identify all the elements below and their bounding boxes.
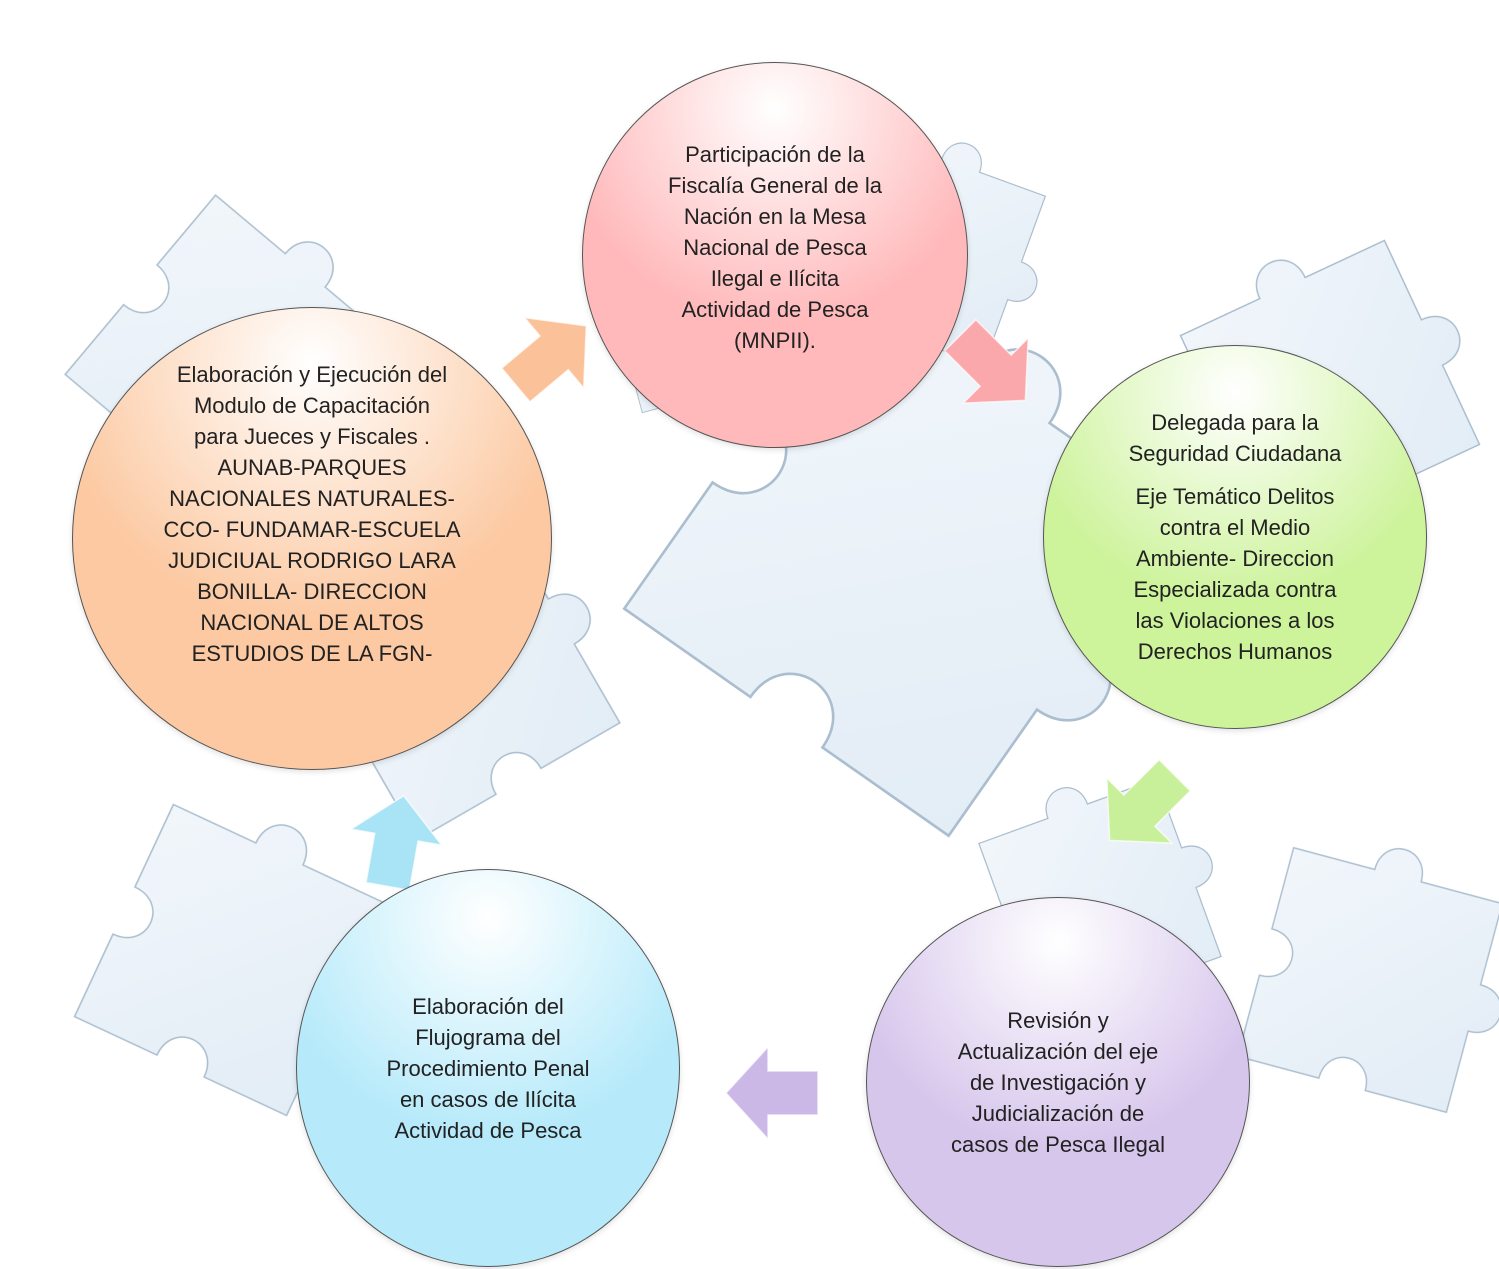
arrow-5-to-1 bbox=[500, 316, 588, 403]
node-label: Elaboración del Flujograma del Procedimi… bbox=[386, 993, 590, 1143]
arrow-1-to-2 bbox=[943, 318, 1030, 405]
arrow-3-to-4 bbox=[724, 1045, 819, 1141]
node-label: Delegada para la Seguridad Ciudadana bbox=[1128, 410, 1342, 466]
node-label: Elaboración y Ejecución del Modulo de Ca… bbox=[163, 361, 461, 666]
cycle-node-flujograma: Elaboración del Flujograma del Procedimi… bbox=[296, 869, 680, 1267]
node-label: Revisión y Actualización del eje de Inve… bbox=[950, 1007, 1166, 1157]
arrow-4-to-5 bbox=[349, 794, 444, 892]
cycle-node-mesa-nacional: Participación de la Fiscalía General de … bbox=[582, 62, 968, 448]
arrow-2-to-3 bbox=[1105, 758, 1192, 845]
cycle-node-delegada-seguridad: Delegada para la Seguridad Ciudadana Eje… bbox=[1043, 345, 1427, 729]
node-sublabel: Eje Temático Delitos contra el Medio Amb… bbox=[1133, 484, 1337, 664]
cycle-node-modulo-capacitacion: Elaboración y Ejecución del Modulo de Ca… bbox=[72, 307, 552, 770]
cycle-node-revision-eje: Revisión y Actualización del eje de Inve… bbox=[866, 897, 1250, 1267]
node-label: Participación de la Fiscalía General de … bbox=[668, 141, 882, 353]
